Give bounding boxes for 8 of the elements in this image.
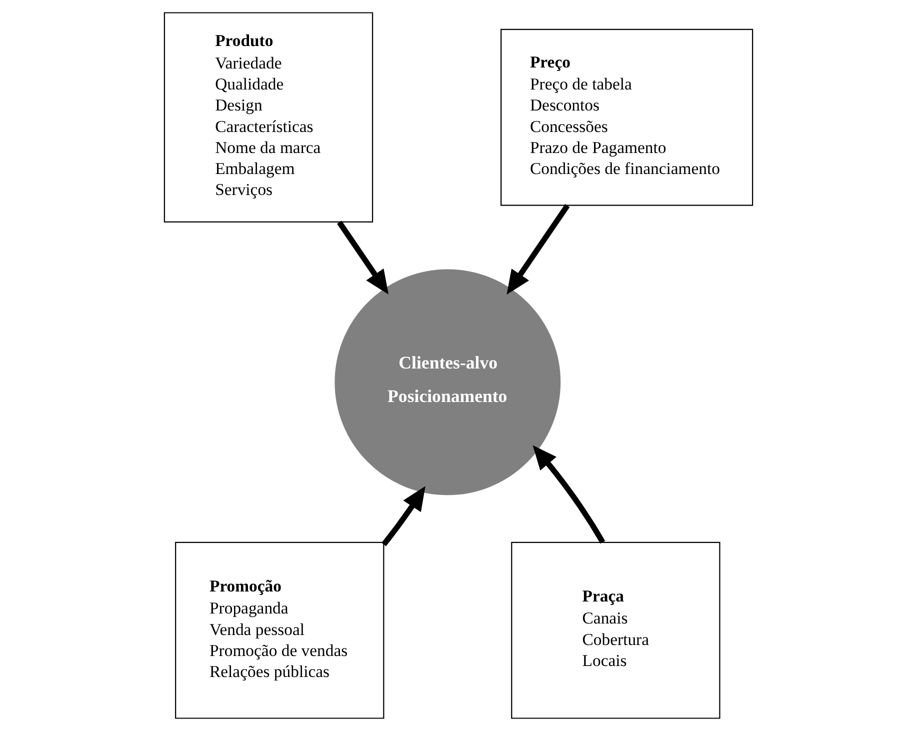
node-box: Preço Preço de tabela Descontos Concessões Prazo de Pagamento Condições de financiamento xyxy=(500,28,754,206)
node-box: Praça Canais Cobertura Locais xyxy=(511,542,720,719)
arrow xyxy=(506,204,570,295)
arrow xyxy=(337,220,389,294)
node-box: Produto Variedade Qualidade Design Características Nome da marca Embalagem Serviços xyxy=(164,12,374,223)
node-box: Promoção Propaganda Venda pessoal Promoção de vendas Relações públicas xyxy=(175,542,384,719)
arrow xyxy=(532,445,606,544)
arrow xyxy=(382,486,426,546)
